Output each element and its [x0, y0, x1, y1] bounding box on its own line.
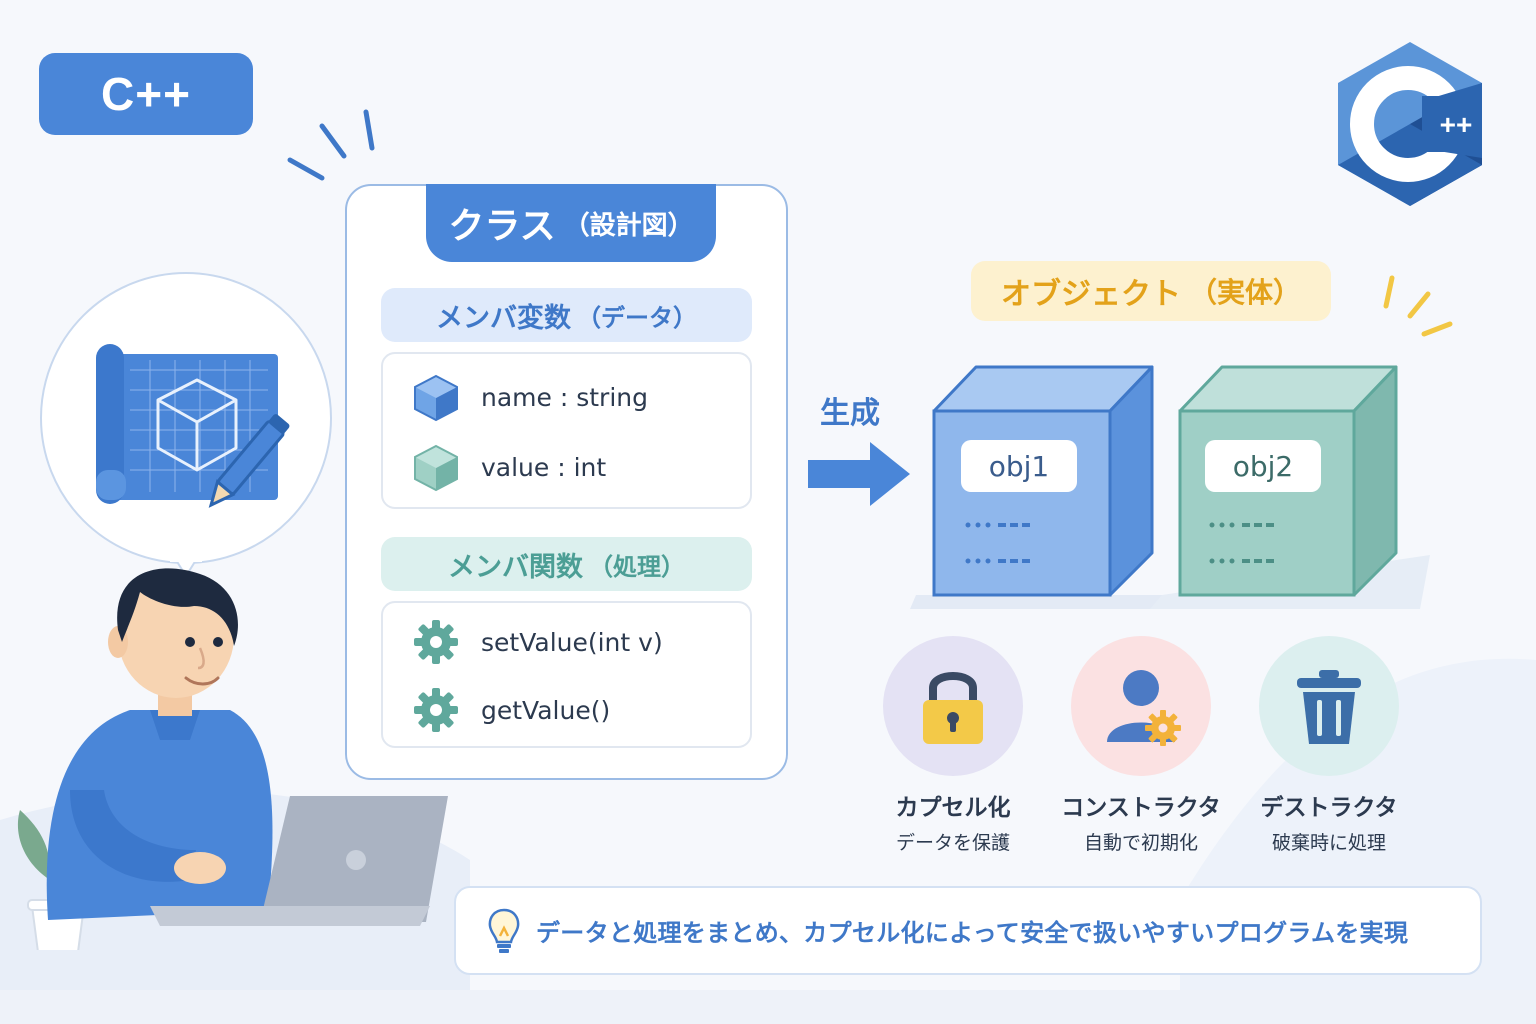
language-badge: C++	[39, 53, 253, 135]
destructor-feature	[1259, 636, 1399, 776]
member-variables-header: メンバ変数 （データ）	[381, 288, 752, 342]
pencil-icon	[208, 414, 290, 508]
developer-person	[46, 568, 273, 920]
summary-text: データと処理をまとめ、カプセル化によって安全で扱いやすいプログラムを実現	[536, 919, 1409, 947]
developer-illustration	[17, 272, 448, 950]
lightbulb-icon	[486, 906, 522, 956]
user-gear-icon	[1107, 670, 1181, 746]
list-item: setValue(int v)	[383, 617, 663, 667]
objects-header: オブジェクト （実体）	[971, 261, 1331, 321]
class-title-text: クラス	[448, 206, 556, 247]
feature-title: コンストラクタ	[1061, 795, 1221, 821]
vars-header-text: メンバ変数	[436, 302, 571, 334]
vars-header-sub: （データ）	[577, 303, 697, 332]
summary-banner: データと処理をまとめ、カプセル化によって安全で扱いやすいプログラムを実現	[454, 886, 1482, 975]
member-variables-box: name : string value : int	[381, 352, 752, 509]
teal-cube-icon	[411, 442, 461, 492]
class-card-title: クラス （設計図）	[426, 184, 716, 262]
objects-header-sub: （実体）	[1188, 276, 1301, 309]
list-item: getValue()	[383, 685, 610, 735]
member-functions-box: setValue(int v) getValue()	[381, 601, 752, 748]
lock-icon	[923, 672, 983, 744]
member-var-text: value : int	[481, 452, 607, 482]
gear-icon	[411, 685, 461, 735]
funcs-header-text: メンバ関数	[448, 551, 583, 583]
object-label-obj2: obj2	[1205, 440, 1321, 492]
encapsulation-feature	[883, 636, 1023, 776]
feature-title: カプセル化	[895, 795, 1011, 821]
spark-decoration	[1383, 275, 1453, 337]
arrow-right-icon	[808, 442, 910, 506]
class-title-sub: （設計図）	[563, 210, 694, 241]
logo-plus-text: ++	[1440, 109, 1473, 140]
feature-sub: データを保護	[895, 832, 1010, 854]
spark-decoration	[287, 109, 375, 181]
list-item: value : int	[383, 442, 606, 492]
feature-title: デストラクタ	[1260, 795, 1398, 821]
laptop-icon	[150, 796, 448, 926]
funcs-header-sub: （処理）	[589, 552, 685, 581]
blue-cube-icon	[411, 372, 461, 422]
trash-icon	[1297, 670, 1361, 744]
constructor-feature	[1071, 636, 1211, 776]
feature-sub: 自動で初期化	[1083, 832, 1198, 854]
gear-icon	[411, 617, 461, 667]
member-functions-header: メンバ関数 （処理）	[381, 537, 752, 591]
list-item: name : string	[383, 372, 648, 422]
objects-header-text: オブジェクト	[1000, 277, 1181, 312]
member-var-text: name : string	[481, 382, 648, 412]
generate-label: 生成	[820, 396, 880, 431]
member-func-text: setValue(int v)	[481, 627, 663, 657]
feature-sub: 破棄時に処理	[1271, 832, 1386, 854]
cpp-logo-icon: ++	[1338, 42, 1482, 206]
blueprint-icon	[96, 344, 278, 504]
object-label-obj1: obj1	[961, 440, 1077, 492]
member-func-text: getValue()	[481, 695, 611, 725]
